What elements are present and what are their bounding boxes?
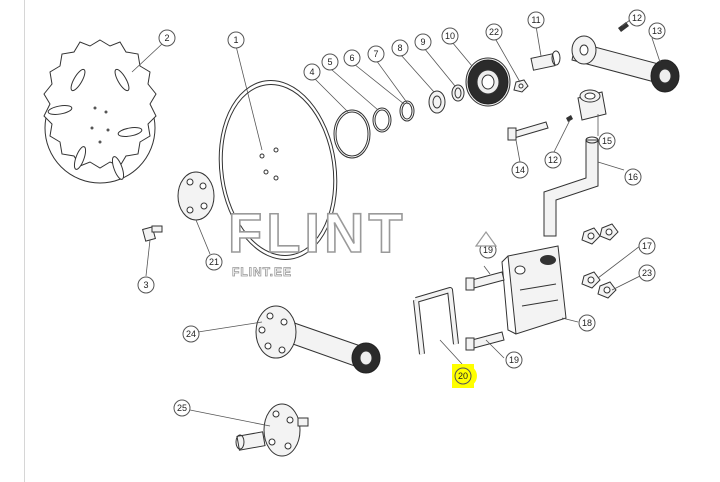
- callout-9: [414, 33, 432, 51]
- callout-24: [182, 325, 200, 343]
- watermark-brand: FLINT: [228, 201, 407, 264]
- part-1-plain-disc[interactable]: [208, 73, 348, 267]
- callout-17: [638, 237, 656, 255]
- callout-23: [638, 264, 656, 282]
- part-16-bent-tube[interactable]: [543, 136, 599, 237]
- part-13-bearing-arm[interactable]: [571, 22, 680, 93]
- callout-21-label: 21: [209, 257, 219, 267]
- callout-4: [303, 63, 321, 81]
- callout-7: [367, 45, 385, 63]
- callout-16-label: 16: [628, 172, 638, 182]
- callout-11: [527, 11, 545, 29]
- callout-18-label: 18: [582, 318, 592, 328]
- leader-lines: [131, 19, 661, 427]
- callout-7-label: 7: [373, 49, 378, 59]
- callout-21: [205, 253, 223, 271]
- part-18-mounting-bracket[interactable]: [501, 245, 567, 335]
- parts-4-10-ring-stack[interactable]: [333, 57, 511, 159]
- callout-6: [343, 49, 361, 67]
- callout-22-label: 22: [489, 27, 499, 37]
- callout-11-label: 11: [531, 15, 540, 25]
- part-20-u-bolt[interactable]: [413, 287, 459, 355]
- callout-6-label: 6: [349, 53, 354, 63]
- callout-5: [321, 53, 339, 71]
- callout-24-label: 24: [186, 329, 196, 339]
- callout-9-label: 9: [420, 37, 425, 47]
- part-3-bolt[interactable]: [142, 225, 163, 242]
- callout-5-label: 5: [327, 57, 332, 67]
- part-15-clamp[interactable]: [566, 89, 607, 122]
- callout-4-label: 4: [309, 67, 314, 77]
- callout-23-label: 23: [642, 268, 652, 278]
- callout-3: [137, 276, 155, 294]
- callout-labels: 2 1 3 4 5 6 7 8 9 10 22 11 12 13 15 14 1…: [137, 9, 666, 417]
- callout-14-label: 14: [515, 165, 525, 175]
- callout-2-label: 2: [164, 33, 169, 43]
- part-25-hub[interactable]: [235, 403, 309, 457]
- callout-19-bottom-label: 19: [509, 355, 519, 365]
- part-19-bolts[interactable]: [465, 271, 505, 351]
- callout-1-label: 1: [233, 35, 238, 45]
- callout-17-label: 17: [642, 241, 652, 251]
- callout-12-top-label: 12: [632, 13, 642, 23]
- callout-15: [598, 132, 616, 150]
- page-left-rule: [24, 0, 25, 482]
- callout-10: [441, 27, 459, 45]
- callout-2: [158, 29, 176, 47]
- callout-19-top-label: 19: [483, 245, 493, 255]
- callout-3-label: 3: [143, 280, 148, 290]
- part-22-nut[interactable]: [513, 79, 529, 93]
- callout-8-label: 8: [397, 43, 402, 53]
- callout-19-bottom: [505, 351, 523, 369]
- callout-10-label: 10: [445, 31, 455, 41]
- callout-1: [227, 31, 245, 49]
- callout-18: [578, 314, 596, 332]
- watermark: FLINT FLINT.EE: [227, 200, 498, 279]
- parts-17-23-nuts[interactable]: [581, 223, 619, 299]
- part-2-notched-disc[interactable]: [43, 39, 157, 184]
- part-11-sleeve[interactable]: [530, 50, 561, 71]
- watermark-site: FLINT.EE: [232, 265, 292, 279]
- callout-14: [511, 161, 529, 179]
- callout-22: [485, 23, 503, 41]
- callout-25-label: 25: [177, 403, 187, 413]
- part-14-bolt[interactable]: [507, 121, 549, 141]
- callout-25: [173, 399, 191, 417]
- part-21-hub-flange[interactable]: [177, 171, 215, 221]
- callout-20-label: 20: [458, 371, 468, 381]
- callout-15-label: 15: [602, 136, 612, 146]
- callout-8: [391, 39, 409, 57]
- watermark-triangle-icon: [474, 230, 498, 247]
- callout-20: [454, 367, 472, 385]
- callout-12-mid-label: 12: [548, 155, 558, 165]
- callout-12-top: [628, 9, 646, 27]
- part-24-hub-arm[interactable]: [255, 305, 381, 374]
- callout-16: [624, 168, 642, 186]
- callout-13-label: 13: [652, 26, 662, 36]
- callout-13: [648, 22, 666, 40]
- callout-12-mid: [544, 151, 562, 169]
